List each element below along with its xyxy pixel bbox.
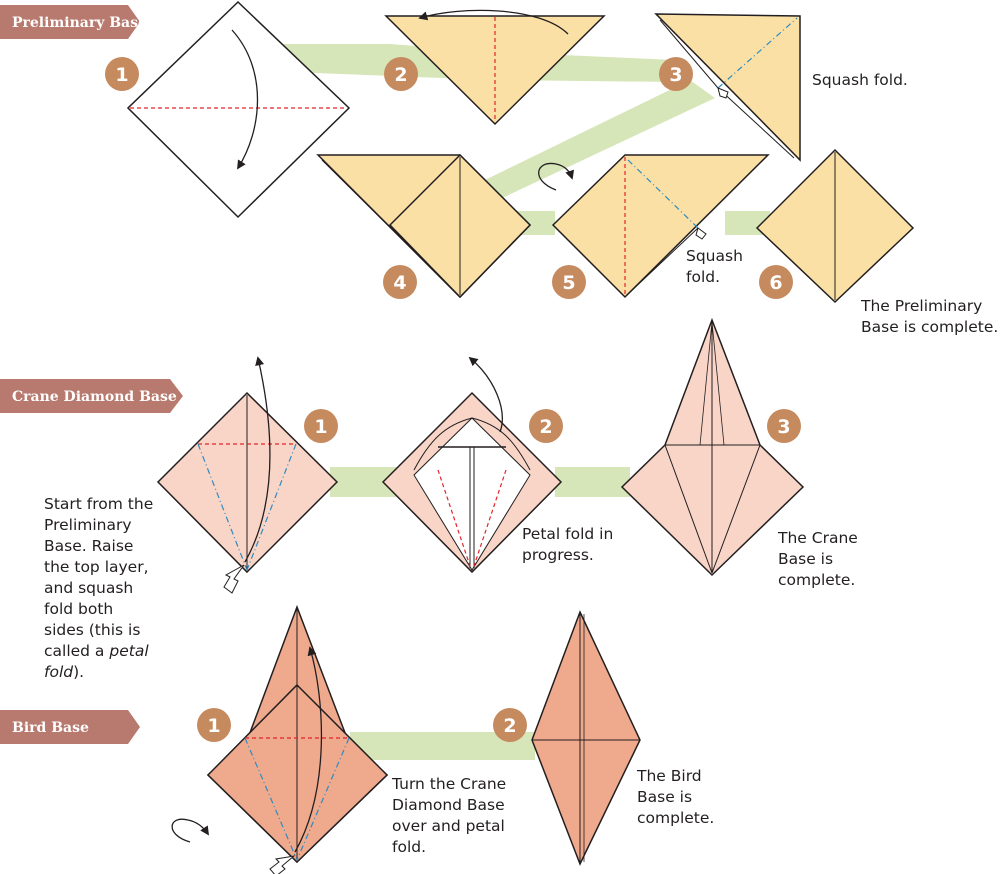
svg-text:6: 6 [769, 272, 782, 294]
prelim-step-5-figure [551, 154, 770, 299]
turn-over-icon [171, 818, 210, 843]
connector-band [555, 467, 630, 497]
crane-step-3-figure [620, 317, 805, 577]
step-badge-crane-1: 1 [304, 409, 338, 443]
prelim-step-6-figure [755, 148, 915, 304]
prelim-step-1-figure [126, 0, 351, 219]
crane-step-1-figure [156, 356, 339, 594]
step-badge-prelim-5: 5 [552, 265, 586, 299]
prelim-step-2-figure [384, 9, 606, 126]
svg-text:3: 3 [777, 416, 790, 438]
svg-text:2: 2 [394, 64, 407, 86]
crane-step-2-figure [381, 356, 563, 574]
caption-crane-complete: The Crane Base is complete. [778, 529, 858, 589]
caption-petal-fold-in-progress: Petal fold in progress. [522, 525, 614, 564]
caption-bird-complete: The Bird Base is complete. [637, 767, 715, 827]
fold-arrow [244, 356, 271, 563]
caption-preliminary-complete: The Preliminary Base is complete. [861, 297, 999, 336]
svg-text:1: 1 [207, 715, 220, 737]
fold-arrow [294, 646, 323, 853]
step-badge-crane-3: 3 [767, 409, 801, 443]
section-banner-bird: Bird Base [0, 710, 140, 744]
squash-pointer [717, 87, 729, 99]
caption-turn-over: Turn the Crane Diamond Base over and pet… [392, 775, 507, 856]
caption-text: ). [73, 663, 85, 681]
step-badge-prelim-6: 6 [759, 265, 793, 299]
svg-text:4: 4 [393, 272, 406, 294]
turn-over-icon [538, 162, 575, 191]
svg-text:2: 2 [503, 715, 516, 737]
section-banner-preliminary: Preliminary Base [0, 5, 147, 39]
step-badge-prelim-2: 2 [384, 57, 418, 91]
caption-text: Start from the Preliminary Base. Raise t… [44, 495, 154, 660]
svg-text:2: 2 [539, 416, 552, 438]
fold-arrow [231, 29, 259, 170]
bird-step-1-figure [206, 604, 389, 874]
caption-emphasis: petal fold [44, 642, 149, 681]
fold-arrow [418, 9, 569, 35]
step-badge-prelim-4: 4 [383, 265, 417, 299]
prelim-step-3-figure [654, 13, 801, 162]
prelim-step-4-figure [316, 153, 532, 299]
step-badge-crane-2: 2 [529, 409, 563, 443]
step-badge-bird-1: 1 [197, 708, 231, 742]
banner-title: Crane Diamond Base [12, 389, 177, 405]
push-arrow-icon [269, 855, 296, 874]
svg-text:1: 1 [115, 64, 128, 86]
connector-band [485, 80, 715, 200]
svg-text:5: 5 [562, 272, 575, 294]
caption-squash-fold: Squash fold. [686, 247, 743, 286]
caption-crane-intro: Start from the Preliminary Base. Raise t… [44, 494, 153, 683]
push-arrow-icon [223, 564, 245, 594]
banner-title: Bird Base [12, 720, 89, 736]
step-badge-prelim-3: 3 [659, 57, 693, 91]
step-badge-prelim-1: 1 [105, 57, 139, 91]
caption-squash-fold: Squash fold. [812, 71, 908, 89]
fold-arrow [468, 356, 503, 433]
section-banner-crane: Crane Diamond Base [0, 379, 183, 413]
svg-text:1: 1 [314, 416, 327, 438]
banner-title: Preliminary Base [12, 15, 147, 31]
step-badge-bird-2: 2 [493, 708, 527, 742]
squash-pointer [695, 227, 707, 240]
bird-step-2-figure [531, 610, 641, 866]
svg-text:3: 3 [669, 64, 682, 86]
